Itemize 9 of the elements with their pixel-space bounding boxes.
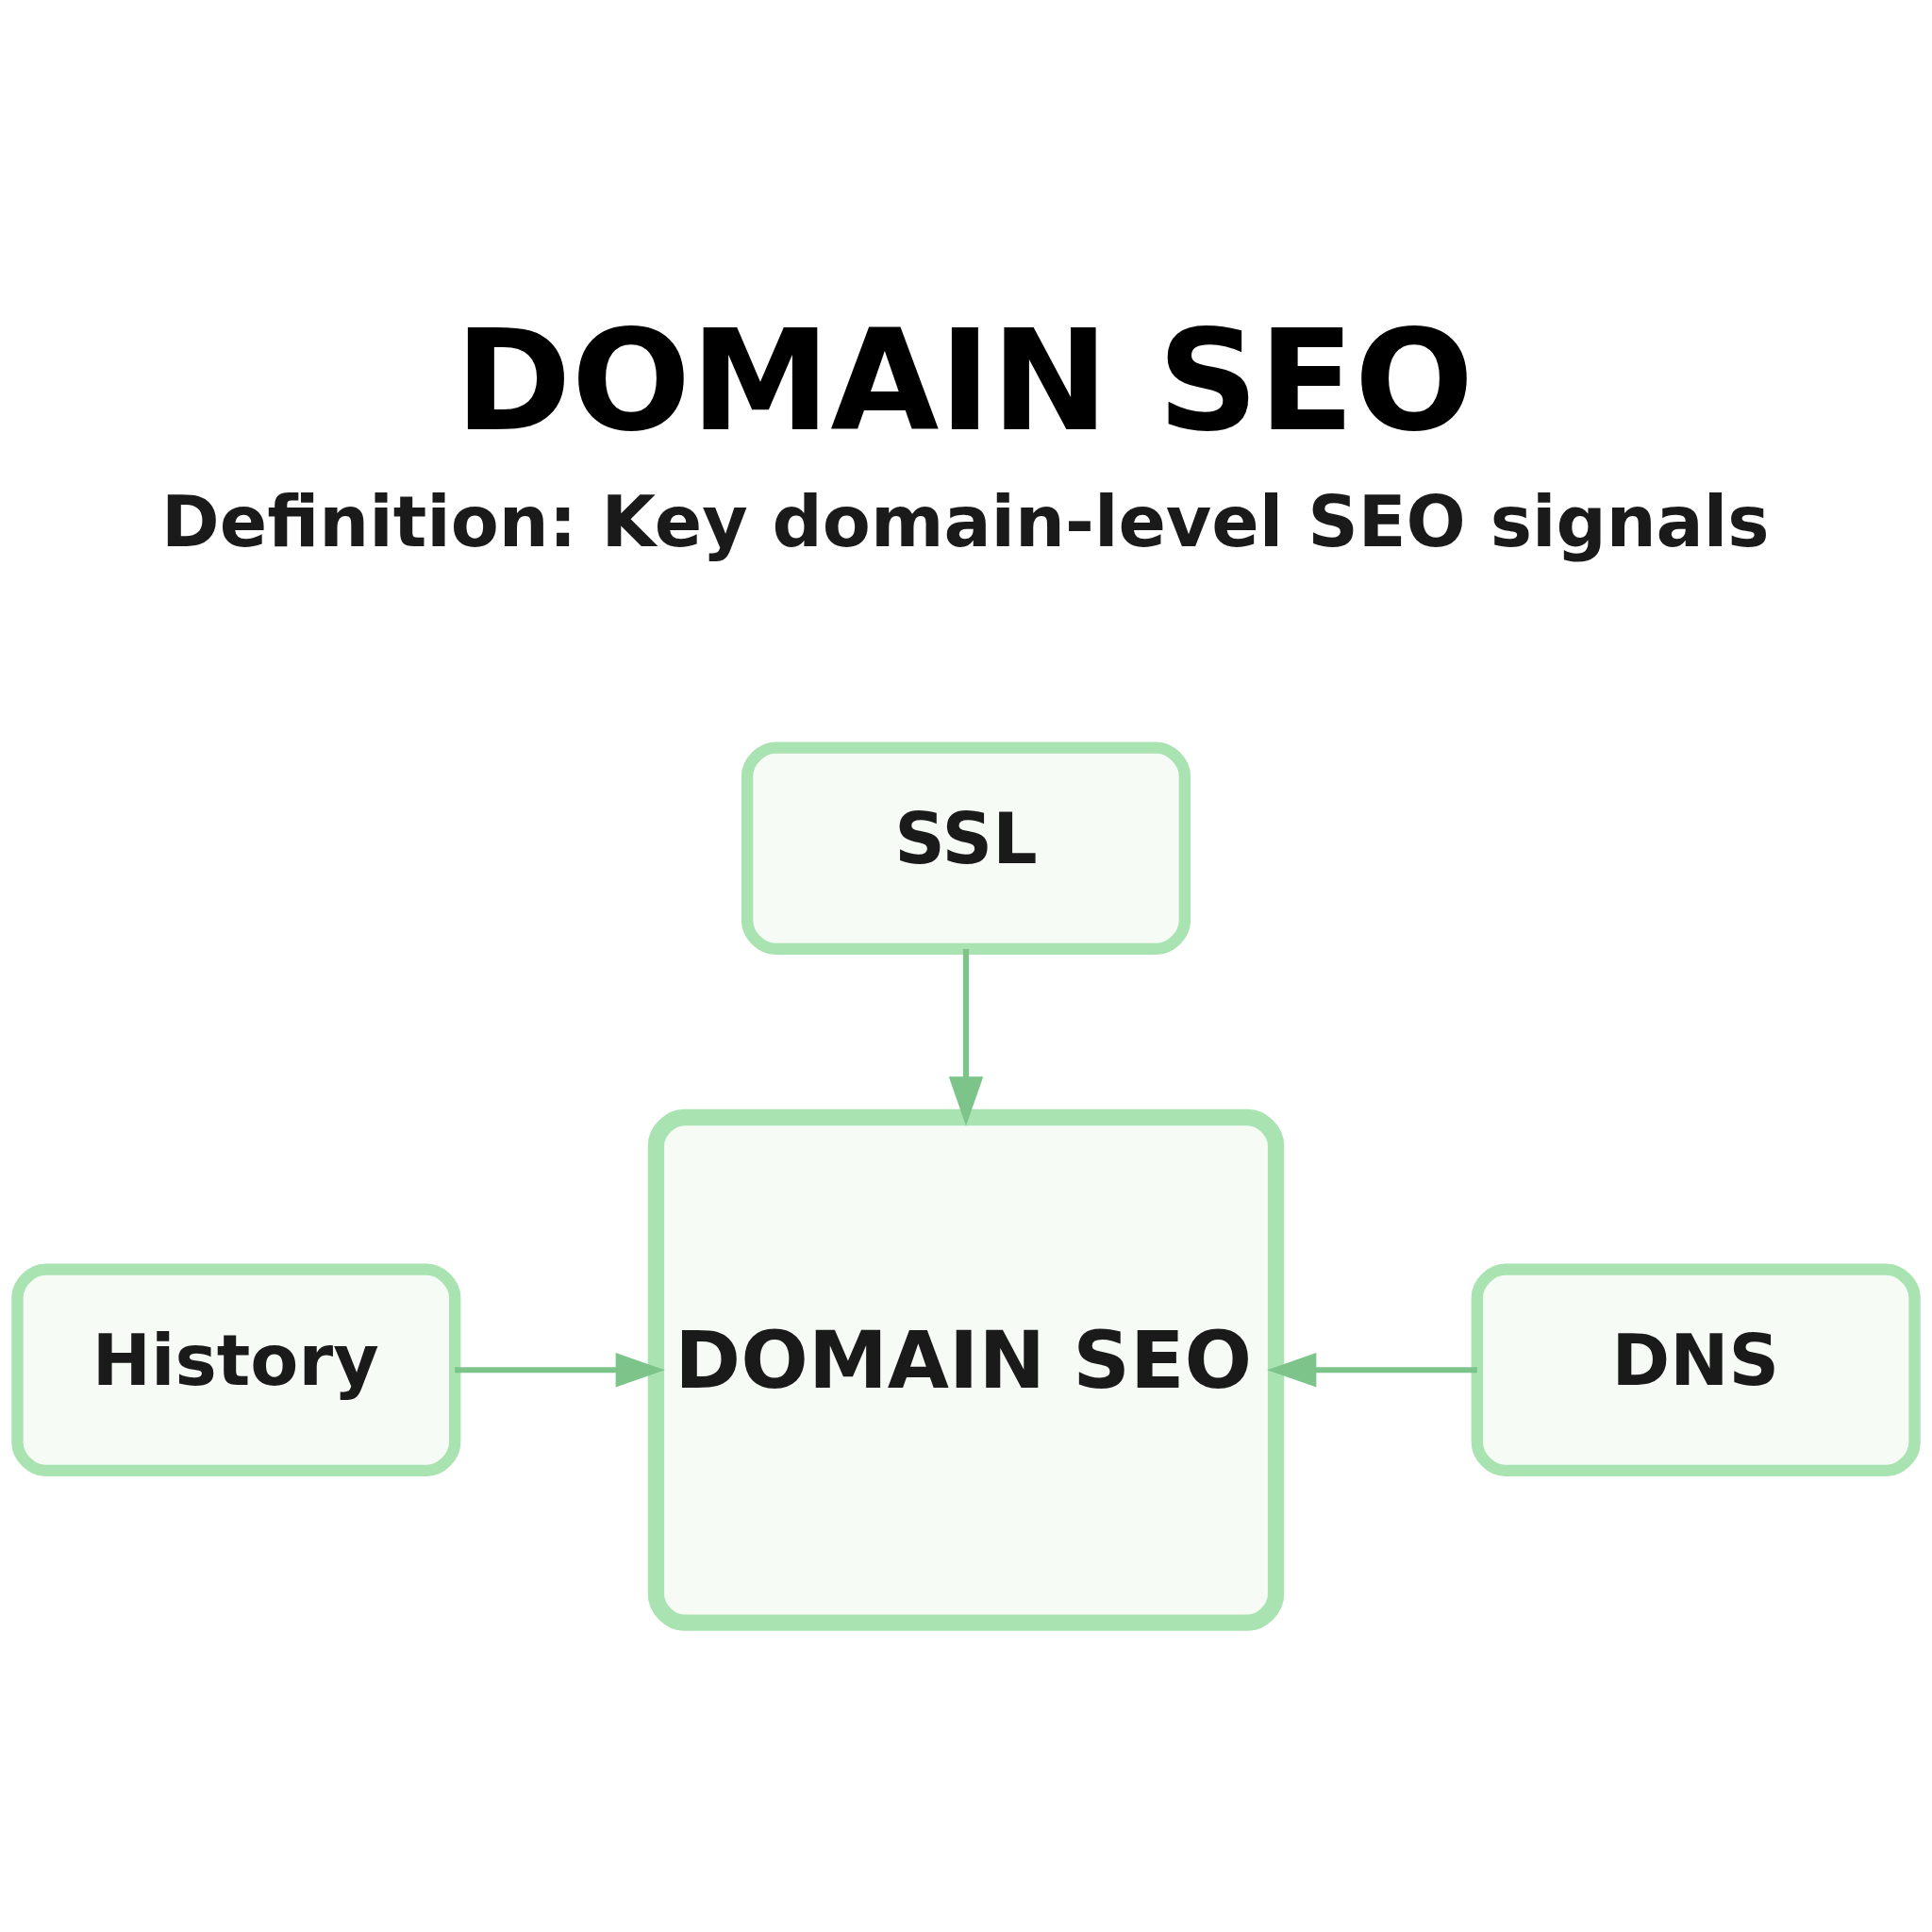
label: Definition: Key domain-level SEO signals <box>160 480 1770 563</box>
arrow <box>1267 1352 1477 1387</box>
arrow <box>455 1352 665 1387</box>
arrow <box>948 948 984 1125</box>
node-box: DNS <box>1471 1262 1921 1476</box>
node-box: History <box>11 1262 461 1476</box>
node-box: DOMAIN SEO <box>647 1108 1285 1631</box>
diagram-title: DOMAIN SEO <box>455 298 1474 462</box>
node-box: SSL <box>741 741 1191 955</box>
